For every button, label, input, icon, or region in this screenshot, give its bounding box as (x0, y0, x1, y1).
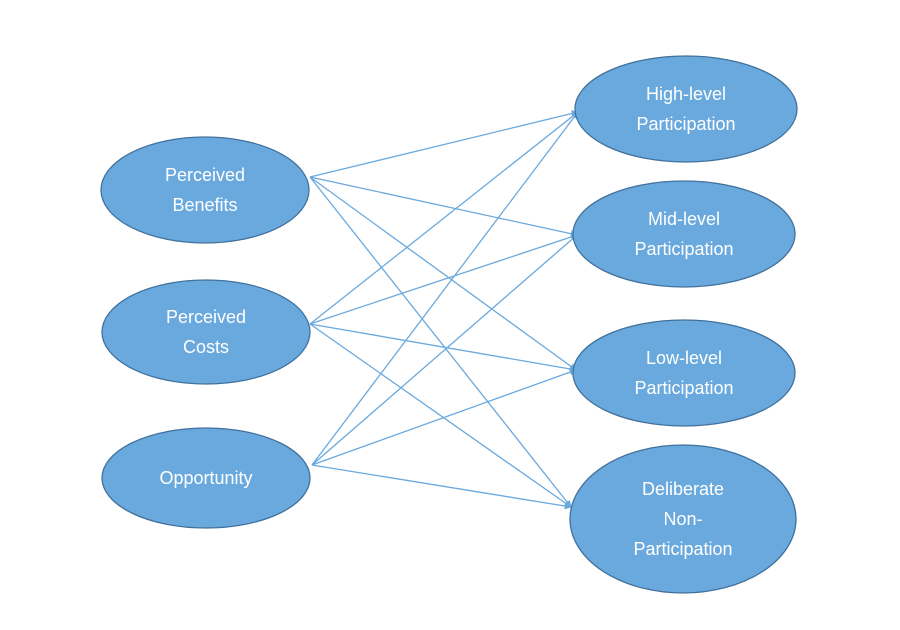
source-ellipse-costs (101, 279, 311, 385)
target-ellipse-high (574, 55, 798, 163)
target-label-deliberate-line-2: Non- (663, 509, 702, 529)
target-ellipse-low (572, 319, 796, 427)
target-ellipse-mid (572, 180, 796, 288)
source-ellipse-benefits (100, 136, 310, 244)
source-ellipse-opportunity (101, 427, 311, 529)
target-label-high-line-2: Participation (636, 114, 735, 134)
target-ellipse-deliberate (569, 444, 797, 594)
target-label-deliberate-line-3: Participation (633, 539, 732, 559)
target-label-mid-line-1: Mid-level (648, 209, 720, 229)
source-label-benefits-line-2: Benefits (172, 195, 237, 215)
arrow-benefits-to-deliberate (309, 176, 572, 508)
source-label-costs-line-2: Costs (183, 337, 229, 357)
arrow-opportunity-to-deliberate (311, 464, 572, 510)
target-label-deliberate-line-1: Deliberate (642, 479, 724, 499)
arrow-benefits-to-low (309, 176, 577, 371)
source-node-opportunity: Opportunity (101, 427, 311, 529)
source-label-benefits-line-1: Perceived (165, 165, 245, 185)
arrow-benefits-to-high (309, 110, 579, 178)
arrow-opportunity-to-low (311, 368, 577, 466)
arrow-costs-to-low (309, 323, 577, 373)
source-label-costs-line-1: Perceived (166, 307, 246, 327)
node-layer: PerceivedBenefitsPerceivedCostsOpportuni… (100, 55, 798, 594)
arrow-costs-to-deliberate (309, 323, 572, 508)
arrow-opportunity-to-mid (311, 234, 578, 466)
arrow-layer (309, 110, 579, 510)
arrow-costs-to-high (309, 111, 579, 325)
arrow-costs-to-mid (309, 233, 578, 325)
arrow-opportunity-to-high (311, 111, 579, 466)
source-label-opportunity-line-1: Opportunity (159, 468, 252, 488)
target-label-high-line-1: High-level (646, 84, 726, 104)
target-label-low-line-2: Participation (634, 378, 733, 398)
target-label-low-line-1: Low-level (646, 348, 722, 368)
arrow-benefits-to-mid (309, 176, 578, 238)
target-label-mid-line-2: Participation (634, 239, 733, 259)
